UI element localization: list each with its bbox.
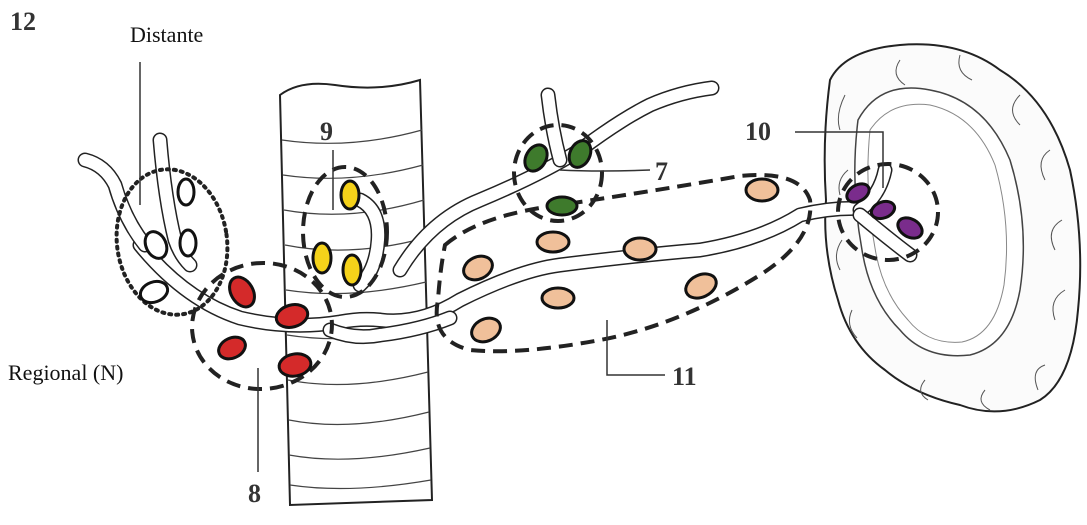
leader-7 <box>560 170 650 171</box>
node-yellow <box>313 243 331 273</box>
node-tan <box>624 238 656 260</box>
label-7: 7 <box>655 157 668 186</box>
aorta <box>280 80 432 505</box>
node-green <box>547 197 577 215</box>
node-tan <box>542 288 574 308</box>
colon <box>825 44 1081 411</box>
figure-number: 12 <box>10 7 36 36</box>
label-8: 8 <box>248 479 261 508</box>
node-distante <box>178 179 194 205</box>
node-red <box>224 273 259 312</box>
node-yellow <box>343 255 361 285</box>
node-red <box>215 333 249 363</box>
label-9: 9 <box>320 117 333 146</box>
node-tan <box>746 179 778 201</box>
leader-11 <box>607 320 665 375</box>
node-tan <box>537 232 569 252</box>
label-11: 11 <box>672 362 697 391</box>
label-distante: Distante <box>130 22 203 47</box>
label-regional: Regional (N) <box>8 360 123 385</box>
label-10: 10 <box>745 117 771 146</box>
node-tan <box>682 269 720 302</box>
node-tan <box>468 314 504 347</box>
node-distante <box>180 230 196 256</box>
node-yellow <box>341 181 359 209</box>
